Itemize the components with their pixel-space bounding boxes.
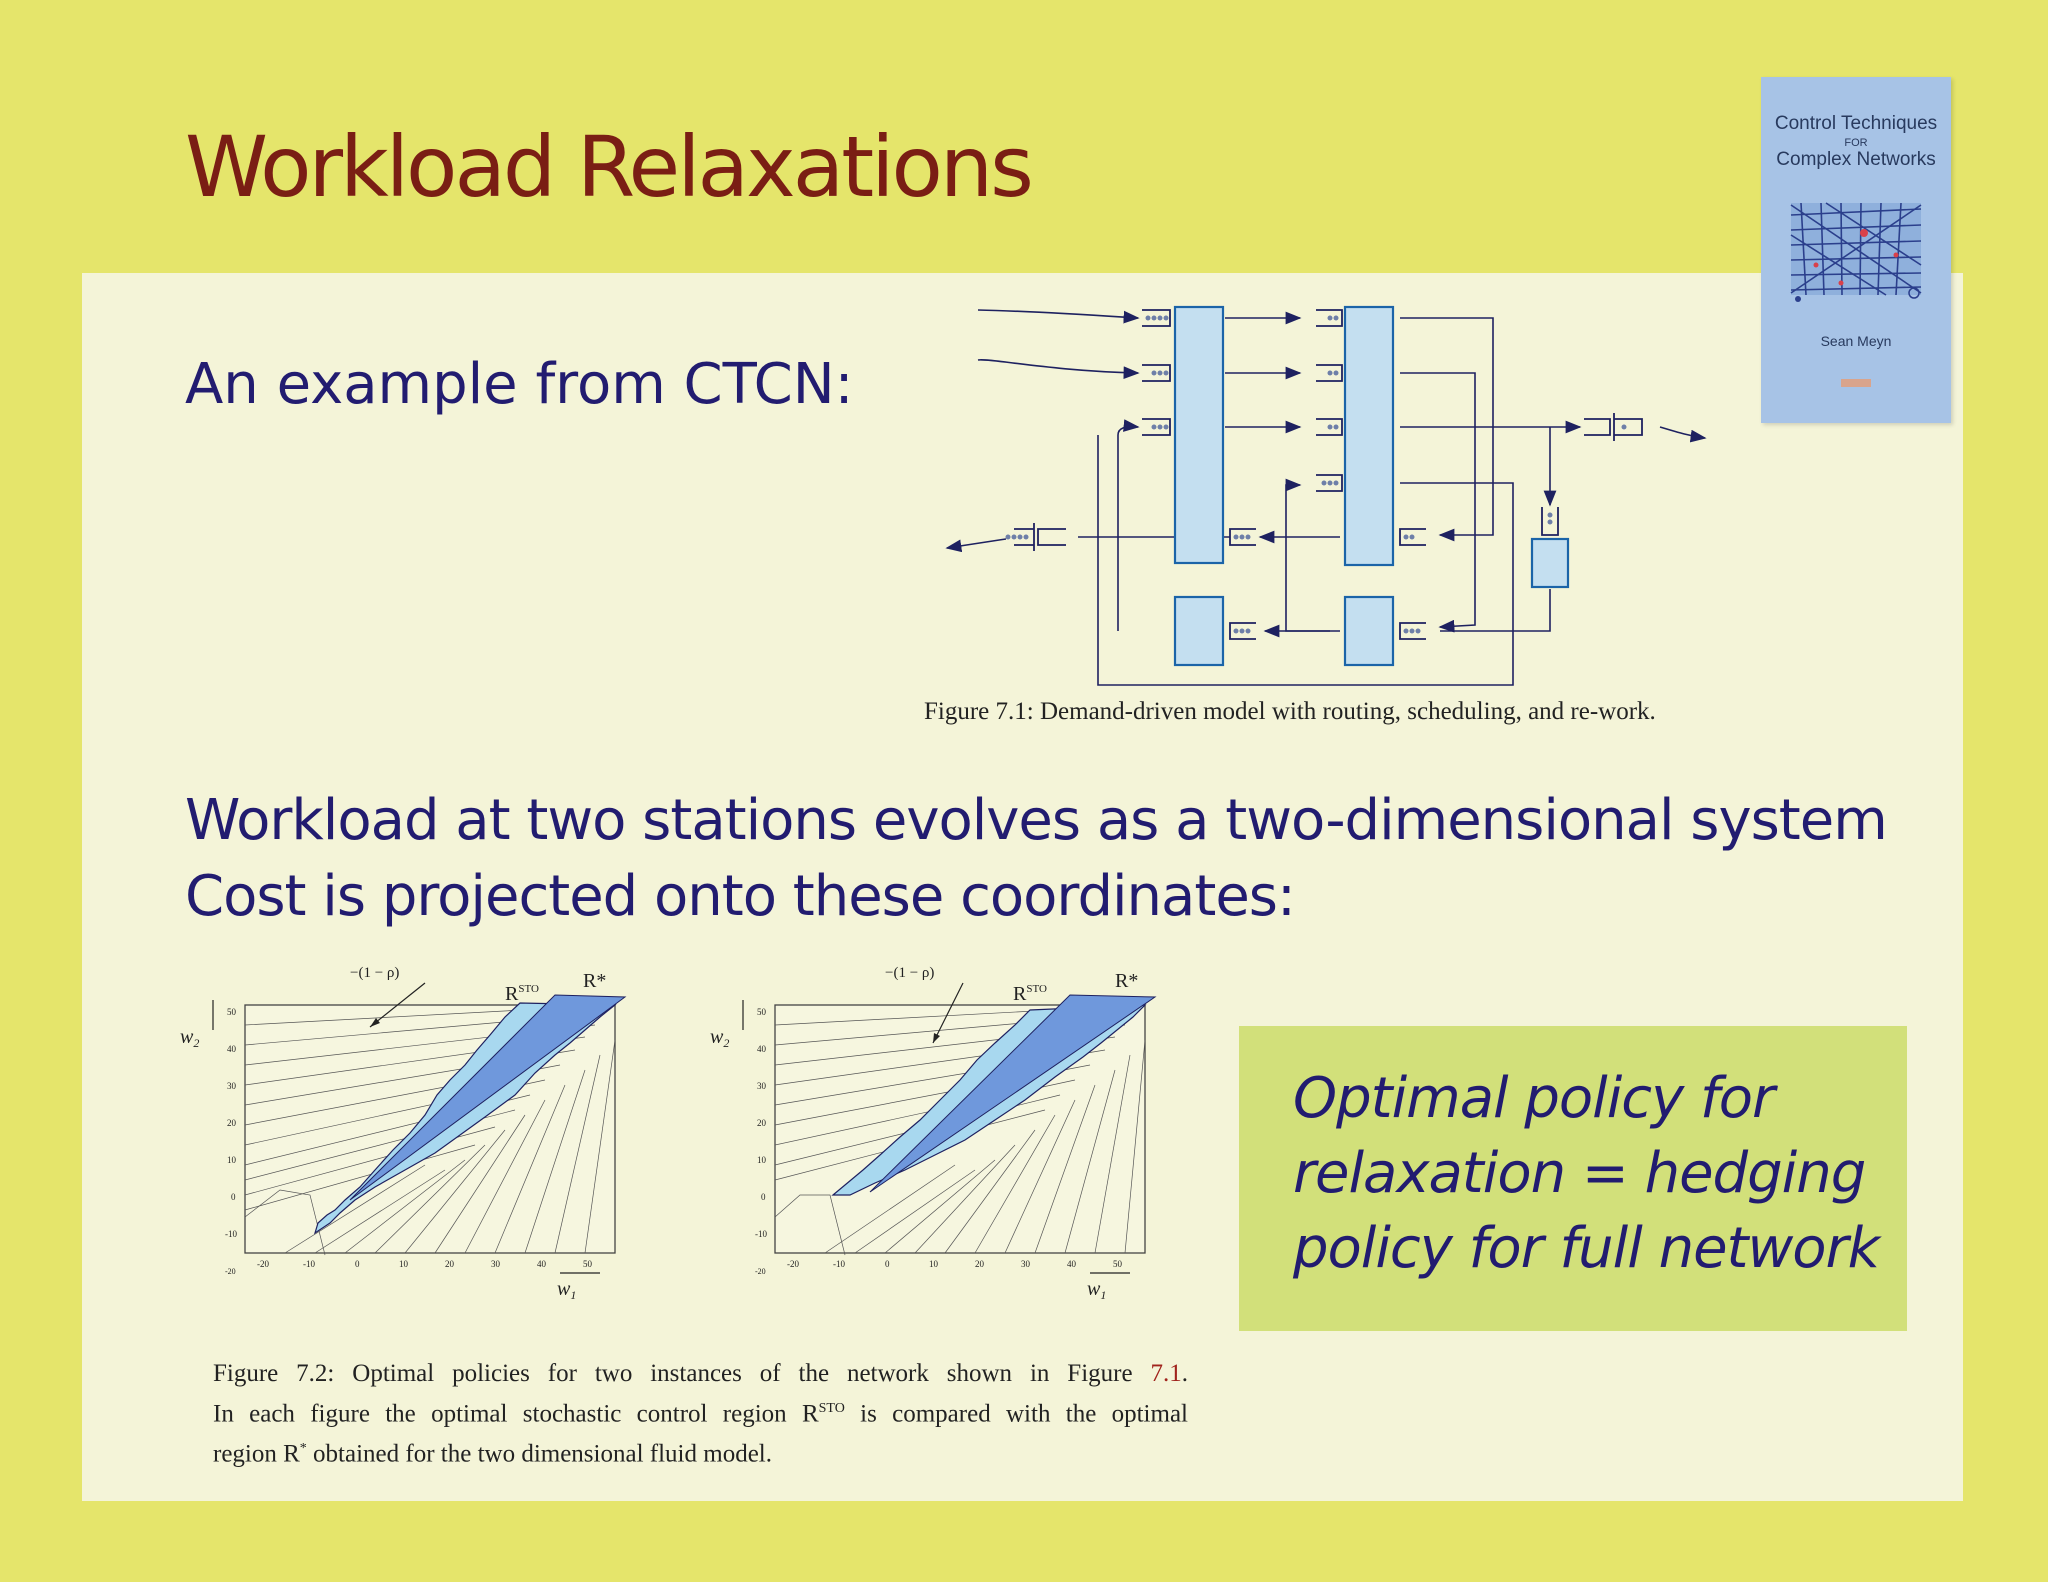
r-sto-region [313, 1002, 617, 1235]
body-line-2: Cost is projected onto these coordinates… [185, 864, 1296, 929]
callout-line-3: policy for full network [1293, 1216, 1880, 1281]
svg-text:w2: w2 [710, 1026, 729, 1050]
book-title-line1: Control Techniques [1774, 113, 1938, 134]
svg-text:0: 0 [231, 1192, 236, 1202]
w1-sub: 1 [570, 1288, 576, 1302]
callout-line-2: relaxation = hedging [1293, 1141, 1866, 1206]
r-sto-sup: STO [518, 983, 539, 995]
book-network-illustration [1790, 202, 1922, 302]
r-sto-label: R [1013, 983, 1027, 1005]
svg-text:0: 0 [761, 1192, 766, 1202]
svg-text:w2: w2 [180, 1026, 199, 1050]
svg-text:-10: -10 [303, 1259, 315, 1269]
svg-text:20: 20 [975, 1259, 985, 1269]
figure72-caption-line2: In each figure the optimal stochastic co… [213, 1400, 1188, 1428]
rho-annotation: −(1 − ρ) [350, 965, 399, 981]
svg-text:30: 30 [227, 1081, 237, 1091]
w1-label: w [557, 1278, 571, 1300]
svg-text:30: 30 [1021, 1259, 1031, 1269]
svg-text:10: 10 [757, 1155, 767, 1165]
svg-text:-20: -20 [787, 1259, 799, 1269]
network-diagram [945, 305, 1707, 686]
figure71-link[interactable]: 7.1 [1150, 1360, 1182, 1387]
svg-text:40: 40 [227, 1044, 237, 1054]
figure72-caption-line1: Figure 7.2: Optimal policies for two ins… [213, 1360, 1188, 1387]
svg-text:w1: w1 [557, 1278, 576, 1302]
svg-text:-20: -20 [755, 1267, 766, 1276]
r-sto-sup: STO [1026, 983, 1047, 995]
callout-line-1: Optimal policy for [1293, 1066, 1775, 1131]
svg-text:30: 30 [491, 1259, 501, 1269]
svg-text:30: 30 [757, 1081, 767, 1091]
figure72-caption: Figure 7.2: Optimal policies for two ins… [213, 1356, 1188, 1472]
slide-title: Workload Relaxations [185, 118, 1034, 216]
w1-label: w [1087, 1278, 1101, 1300]
svg-text:40: 40 [1067, 1259, 1077, 1269]
svg-text:10: 10 [227, 1155, 237, 1165]
svg-text:0: 0 [355, 1259, 360, 1269]
w2-sub: 2 [723, 1036, 729, 1050]
w2-label: w [710, 1026, 724, 1048]
body-line-1: Workload at two stations evolves as a tw… [185, 788, 1888, 853]
example-heading: An example from CTCN: [185, 352, 854, 417]
book-publisher-mark [1841, 379, 1871, 387]
svg-text:20: 20 [227, 1118, 237, 1128]
book-title-line2: FOR [1844, 137, 1868, 149]
svg-text:40: 40 [537, 1259, 547, 1269]
svg-text:50: 50 [227, 1007, 237, 1017]
svg-text:10: 10 [399, 1259, 409, 1269]
svg-text:-20: -20 [225, 1267, 236, 1276]
svg-text:RSTO: RSTO [1013, 983, 1047, 1005]
svg-text:RSTO: RSTO [505, 983, 539, 1005]
svg-text:40: 40 [757, 1044, 767, 1054]
svg-text:50: 50 [757, 1007, 767, 1017]
r-star-label: R* [583, 970, 606, 992]
svg-text:50: 50 [1113, 1259, 1123, 1269]
svg-text:-10: -10 [833, 1259, 845, 1269]
r-star-label: R* [1115, 970, 1138, 992]
svg-text:-10: -10 [225, 1229, 237, 1239]
svg-text:w1: w1 [1087, 1278, 1106, 1302]
w2-sub: 2 [193, 1036, 199, 1050]
svg-text:10: 10 [929, 1259, 939, 1269]
svg-text:0: 0 [885, 1259, 890, 1269]
r-star-region [869, 994, 1157, 1193]
figure72-caption-line3: region R* obtained for the two dimension… [213, 1440, 772, 1468]
callout-box: Optimal policy for relaxation = hedging … [1239, 1026, 1907, 1331]
svg-text:-20: -20 [257, 1259, 269, 1269]
book-title-line3: Complex Networks [1776, 149, 1936, 170]
figure71-caption: Figure 7.1: Demand-driven model with rou… [924, 698, 1656, 725]
svg-text:-10: -10 [755, 1229, 767, 1239]
r-sto-label: R [505, 983, 519, 1005]
w2-label: w [180, 1026, 194, 1048]
svg-text:50: 50 [583, 1259, 593, 1269]
book-author: Sean Meyn [1820, 333, 1892, 349]
svg-text:20: 20 [757, 1118, 767, 1128]
svg-text:20: 20 [445, 1259, 455, 1269]
book-cover: Control Techniques FOR Complex Networks … [1761, 77, 1951, 423]
w1-sub: 1 [1100, 1288, 1106, 1302]
rho-annotation: −(1 − ρ) [885, 965, 934, 981]
r-star-region [349, 994, 627, 1201]
